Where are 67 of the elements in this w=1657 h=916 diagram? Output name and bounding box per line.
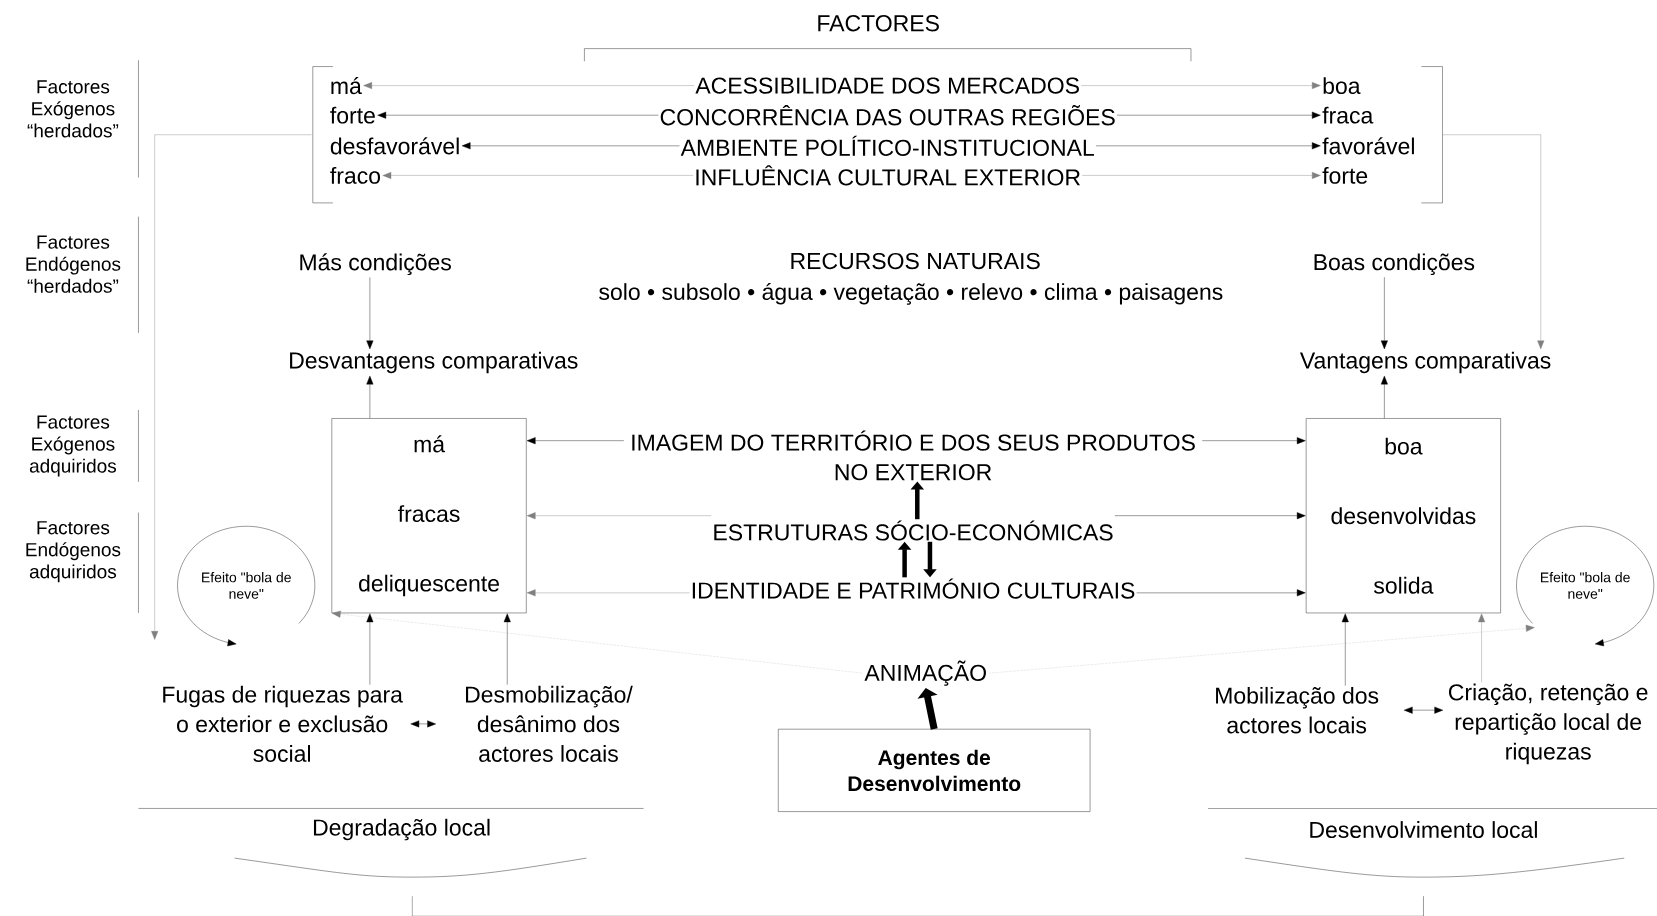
- side-label: Factores Endógenos “herdados”: [26, 235, 121, 293]
- arrow: [366, 375, 374, 419]
- arrow: [1380, 276, 1388, 350]
- value-label: má: [331, 76, 362, 95]
- arrow: [366, 277, 374, 350]
- arrow: [151, 134, 312, 640]
- factor-label: ESTRUTURAS SÓCIO-ECONÓMICAS: [714, 520, 1113, 541]
- arrow: [1114, 512, 1306, 520]
- condition-label: Boas condições: [1314, 253, 1475, 275]
- condition-label: Más condições: [300, 253, 451, 275]
- heading: RECURSOS NATURAIS: [791, 252, 1040, 270]
- factor-label: INFLUÊNCIA CULTURAL EXTERIOR: [696, 165, 1080, 186]
- arrow: [503, 613, 511, 685]
- arrow: [382, 171, 694, 179]
- arrow: [526, 589, 690, 597]
- side-label: Factores Endógenos adquiridos: [26, 521, 121, 583]
- side-label: Factores Exógenos “herdados”: [27, 80, 119, 138]
- side-label: Factores Exógenos adquiridos: [29, 415, 117, 477]
- value-label: forte: [330, 106, 375, 124]
- outcome-label: Vantagens comparativas: [1299, 351, 1551, 374]
- arrow: [1116, 111, 1321, 119]
- arrow: [1136, 589, 1306, 597]
- arrow: [377, 111, 659, 119]
- heading: FACTORES: [818, 15, 939, 32]
- value-label: favorável: [1322, 137, 1414, 155]
- value-label: fraco: [330, 166, 381, 184]
- value-label: desfavorável: [330, 137, 459, 155]
- arrow: [1403, 706, 1444, 714]
- node-label: Efeito "bola de neve": [202, 571, 291, 599]
- arrow: [526, 512, 712, 520]
- label: Desmobilização/ desânimo dos actores locais: [466, 685, 633, 762]
- factor-label: IMAGEM DO TERRITÓRIO E DOS SEUS PRODUTOS NO EXTERIOR: [632, 430, 1195, 481]
- list-text: solo • subsolo • água • vegetação • relevo • clima • paisagens: [599, 282, 1223, 305]
- label: ANIMAÇÃO: [864, 660, 986, 686]
- arrow: [1082, 171, 1321, 179]
- arrow: [366, 613, 374, 685]
- factor-label: IDENTIDADE E PATRIMÓNIO CULTURAIS: [692, 578, 1135, 599]
- agent-box: Agentes de Desenvolvimento: [778, 728, 1091, 812]
- arrow: [1442, 134, 1545, 350]
- arrow: [1341, 613, 1349, 686]
- arrow: [989, 624, 1535, 674]
- value-label: fraca: [1322, 106, 1374, 124]
- arrow: [363, 82, 695, 89]
- factor-label: ACESSIBILIDADE DOS MERCADOS: [695, 77, 1079, 94]
- arrow: [1478, 613, 1486, 683]
- arrow: [1202, 437, 1306, 445]
- arrow: [1095, 142, 1321, 150]
- result-label: Desenvolvimento local: [1310, 821, 1537, 838]
- arrow: [526, 437, 625, 445]
- value-box: boa desenvolvidas solida: [1305, 418, 1501, 614]
- outcome-label: Desvantagens comparativas: [290, 351, 578, 374]
- arrow: [1081, 82, 1321, 89]
- value-box: má fracas deliquescente: [331, 418, 527, 614]
- arrow: [461, 142, 680, 150]
- value-label: boa: [1323, 77, 1361, 94]
- label: Mobilização dos actores locais: [1216, 686, 1379, 734]
- factor-label: CONCORRÊNCIA DAS OUTRAS REGIÕES: [660, 104, 1115, 126]
- result-label: Degradação local: [313, 818, 490, 841]
- label: Criação, retenção e repartição local de riquezas: [1448, 683, 1648, 765]
- arrow: [331, 610, 863, 674]
- arrow: [410, 720, 436, 728]
- factor-label: AMBIENTE POLÍTICO-INSTITUCIONAL: [680, 135, 1094, 156]
- label: Fugas de riquezas para o exterior e exclusão social: [163, 685, 403, 762]
- arrow: [1380, 375, 1388, 419]
- bracket: [1421, 66, 1443, 203]
- node-label: Efeito "bola de neve": [1541, 571, 1630, 599]
- value-label: forte: [1322, 166, 1368, 184]
